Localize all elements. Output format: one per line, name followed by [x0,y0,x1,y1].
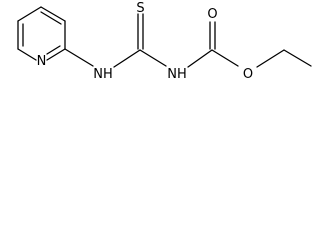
ring-bond-c4-n [46,48,66,61]
bond-carbonyl-to-ester-oxygen [211,49,239,67]
bond-ring-to-nh1 [64,48,94,67]
amine-nh-2-label: NH [167,67,187,82]
bond-nh1-to-thiocarbonyl [113,49,141,68]
chemical-structure: N NH S NH O O [17,1,312,82]
pyridine-ring: N [17,6,66,69]
bond-ch2-to-ch3 [283,49,312,67]
pyridine-nitrogen-label: N [37,54,47,69]
ring-double-bond-inner-1 [40,11,62,25]
amine-nh-1-label: NH [93,67,113,82]
carbonyl-oxygen-label: O [207,7,217,22]
bond-nh2-to-carbonyl [187,49,213,68]
ring-bond-c1-c2 [17,6,42,22]
bond-thiocarbonyl-to-nh2 [139,49,167,67]
sulfur-label: S [136,1,144,16]
ring-bond-c2-c3 [40,6,66,22]
ester-oxygen-label: O [243,67,253,82]
ring-double-bond-inner-2 [46,45,61,55]
ring-bond-n-c6 [17,48,37,61]
bond-ester-oxygen-to-ch2 [256,49,285,68]
